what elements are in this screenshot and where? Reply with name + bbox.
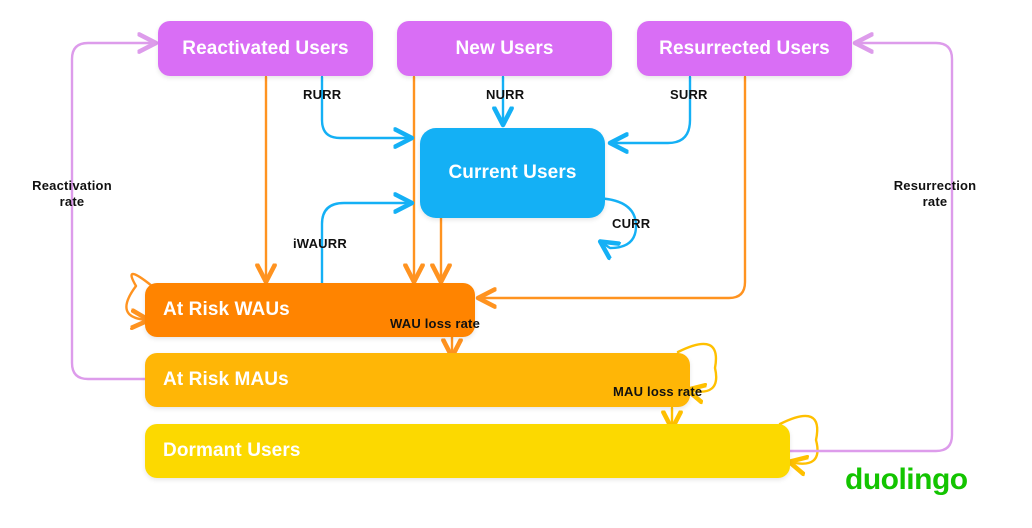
edge-label-mau-loss-rate: MAU loss rate — [613, 384, 703, 399]
edge-rurr-reactivated-to-current — [320, 75, 411, 138]
node-at-risk-waus[interactable]: At Risk WAUs — [145, 283, 475, 337]
edge-surr-resurrected-to-current — [611, 75, 692, 143]
resurrection-rate-line-1: Resurrection — [893, 178, 977, 193]
reactivation-rate-line-2: rate — [59, 194, 85, 210]
node-label: Current Users — [448, 162, 577, 183]
node-resurrected-users[interactable]: Resurrected Users — [637, 21, 852, 76]
node-dormant-users[interactable]: Dormant Users — [145, 424, 790, 478]
edge-at-risk-waus-self-loop — [125, 272, 154, 320]
node-label: New Users — [455, 37, 554, 59]
edge-label-iwaurr: iWAURR — [293, 236, 347, 251]
edge-at-risk-maus-self-loop — [676, 342, 718, 392]
edge-reactivation-rate — [70, 43, 155, 381]
edge-label-surr: SURR — [670, 87, 708, 102]
node-label: Reactivated Users — [182, 37, 349, 59]
edge-resurrected-to-at-risk-waus — [479, 75, 747, 298]
node-current-users[interactable]: Current Users — [420, 128, 605, 218]
resurrection-rate-line-2: rate — [922, 194, 948, 210]
edge-resurrection-rate — [788, 43, 954, 453]
edge-curr-current-self-loop — [590, 196, 638, 248]
edge-label-wau-loss-rate: WAU loss rate — [390, 316, 481, 331]
node-label: Dormant Users — [163, 440, 301, 461]
node-at-risk-maus[interactable]: At Risk MAUs — [145, 353, 690, 407]
edge-label-nurr: NURR — [486, 87, 525, 102]
node-reactivated-users[interactable]: Reactivated Users — [158, 21, 373, 76]
edge-label-resurrection-rate: Resurrection rate — [880, 178, 990, 211]
edge-iwaurr-at-risk-waus-to-current — [320, 203, 411, 287]
node-label: At Risk MAUs — [163, 369, 289, 390]
reactivation-rate-line-1: Reactivation — [32, 178, 112, 193]
node-new-users[interactable]: New Users — [397, 21, 612, 76]
node-label: At Risk WAUs — [163, 299, 290, 320]
duolingo-logo: duolingo — [845, 463, 968, 496]
edge-label-reactivation-rate: Reactivation rate — [18, 178, 126, 211]
edge-dormant-self-loop — [778, 414, 819, 464]
node-label: Resurrected Users — [659, 37, 830, 59]
edge-label-rurr: RURR — [303, 87, 342, 102]
edge-label-curr: CURR — [612, 216, 651, 231]
